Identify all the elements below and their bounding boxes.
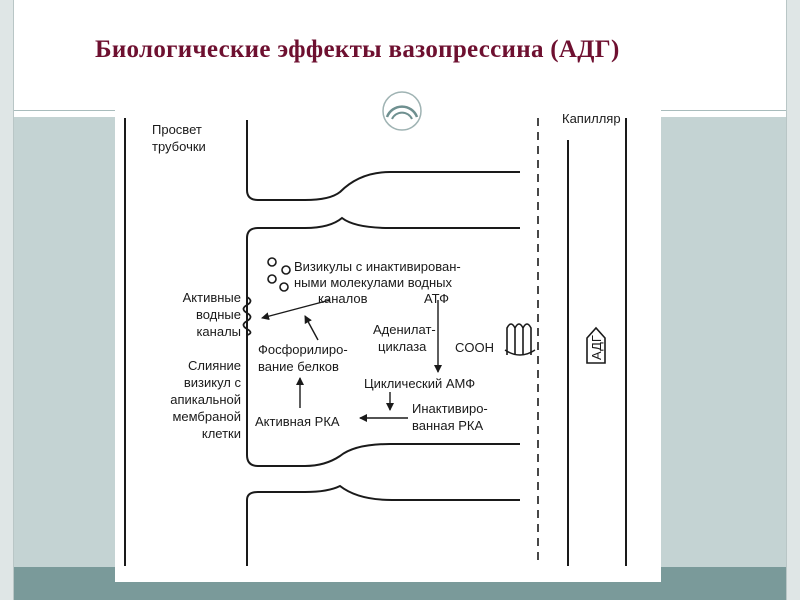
- fusion-label-5: клетки: [202, 426, 241, 441]
- atp-label: АТФ: [424, 291, 449, 306]
- lumen-label: Просвет: [152, 122, 202, 137]
- camp-label: Циклический АМФ: [364, 376, 475, 391]
- arrow-vesicles-to-channels: [261, 299, 331, 321]
- receptor: [504, 323, 536, 356]
- adenylate-cyclase-label-1: Аденилат-: [373, 322, 436, 337]
- fusion-label-4: мембраной: [172, 409, 241, 424]
- left-frame: [0, 0, 14, 600]
- active-channels-label-2: водные: [196, 307, 241, 322]
- fusion-label-2: визикул с: [184, 375, 242, 390]
- inactive-pka-label-1: Инактивиро-: [412, 401, 488, 416]
- capillary-label: Капилляр: [562, 111, 621, 126]
- right-frame: [786, 0, 800, 600]
- lower-cell-outline: [246, 484, 520, 566]
- active-pka-label: Активная РКА: [255, 414, 340, 429]
- divider-ornament: [382, 91, 422, 131]
- fusion-label-3: апикальной: [170, 392, 241, 407]
- adh-label: АДГ: [589, 335, 604, 360]
- adh-marker: [586, 326, 606, 364]
- inactive-pka-label-2: ванная РКА: [412, 418, 483, 433]
- diagram-panel: [115, 104, 661, 582]
- vesicles-label-3: каналов: [318, 291, 368, 306]
- slide-title: Биологические эффекты вазопрессина (АДГ): [95, 36, 620, 63]
- fusion-label-1: Слияние: [188, 358, 241, 373]
- water-channels: [242, 296, 252, 336]
- active-channels-label-3: каналы: [196, 324, 241, 339]
- lumen-label-2: трубочки: [152, 139, 206, 154]
- active-channels-label-1: Активные: [183, 290, 241, 305]
- vesicles-cluster: [267, 257, 291, 292]
- cooh-label: COOH: [455, 340, 494, 355]
- phosphorylation-label-2: вание белков: [258, 359, 339, 374]
- vesicles-label-1: Визикулы с инактивирован-: [294, 259, 461, 274]
- middle-cell-outline: [246, 216, 520, 467]
- arrow-phospho-to-vesicles: [304, 315, 319, 341]
- vesicles-label-2: ными молекулами водных: [294, 275, 453, 290]
- adenylate-cyclase-label-2: циклаза: [378, 339, 427, 354]
- upper-cell-outline: [246, 120, 520, 201]
- phosphorylation-label-1: Фосфорилиро-: [258, 342, 348, 357]
